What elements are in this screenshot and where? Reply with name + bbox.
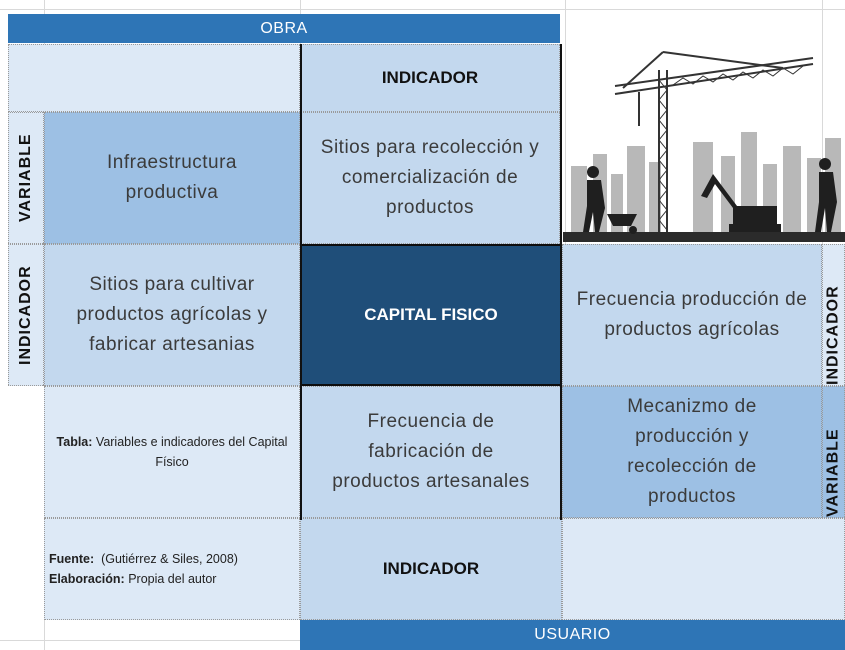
indicador-right-label: INDICADOR <box>822 244 845 386</box>
sitios-recoleccion-cell: Sitios para recolección y comercializaci… <box>300 112 560 244</box>
sitios-cultivar-text: Sitios para cultivar productos agrícolas… <box>76 274 268 355</box>
fuente-line: Fuente: (Gutiérrez & Siles, 2008) <box>49 549 238 569</box>
mecanizmo-text: Mecanizmo de producción y recolección de… <box>627 396 757 507</box>
indicador-top-cell: INDICADOR <box>300 44 560 112</box>
elaboracion-label: Elaboración: <box>49 572 125 586</box>
frecuencia-fabricacion-cell: Frecuencia de fabricación de productos a… <box>300 386 562 518</box>
obra-header-label: OBRA <box>260 19 308 37</box>
frecuencia-produccion-cell: Frecuencia producción de productos agríc… <box>562 244 822 386</box>
infraestructura-text: Infraestructura productiva <box>107 152 237 203</box>
mecanizmo-cell: Mecanizmo de producción y recolección de… <box>562 386 822 518</box>
variable-right-label: VARIABLE <box>822 386 845 518</box>
empty-cell-bottom-right <box>562 518 845 620</box>
infraestructura-cell: Infraestructura productiva <box>44 112 300 244</box>
empty-cell-top-left <box>8 44 300 112</box>
indicador-right-text: INDICADOR <box>824 285 842 385</box>
tabla-caption-text: Variables e indicadores del Capital Físi… <box>95 435 288 469</box>
capital-fisico-text: CAPITAL FISICO <box>364 305 498 324</box>
tabla-caption-cell: Tabla: Variables e indicadores del Capit… <box>44 386 300 518</box>
capital-fisico-cell: CAPITAL FISICO <box>300 244 562 386</box>
indicador-top-label: INDICADOR <box>381 68 479 87</box>
fuente-text: (Gutiérrez & Siles, 2008) <box>101 552 238 566</box>
obra-header: OBRA <box>8 14 560 43</box>
gridline <box>0 9 845 10</box>
indicador-bottom-cell: INDICADOR <box>300 518 562 620</box>
variable-left-label: VARIABLE <box>8 112 44 244</box>
frecuencia-fabricacion-text: Frecuencia de fabricación de productos a… <box>332 411 530 492</box>
frecuencia-produccion-text: Frecuencia producción de productos agríc… <box>576 289 808 340</box>
fuente-label: Fuente: <box>49 552 95 566</box>
fuente-caption-cell: Fuente: (Gutiérrez & Siles, 2008) Elabor… <box>44 518 300 620</box>
sitios-recoleccion-text: Sitios para recolección y comercializaci… <box>320 137 540 218</box>
variable-left-text: VARIABLE <box>17 133 34 223</box>
variable-right-text: VARIABLE <box>824 428 842 517</box>
usuario-header-label: USUARIO <box>534 626 611 643</box>
indicador-left-label: INDICADOR <box>8 244 44 386</box>
elaboracion-text: Propia del autor <box>128 572 217 586</box>
tabla-caption: Tabla: Variables e indicadores del Capit… <box>52 432 292 472</box>
indicador-bottom-label: INDICADOR <box>382 559 480 578</box>
indicador-left-text: INDICADOR <box>17 265 34 365</box>
elaboracion-line: Elaboración: Propia del autor <box>49 569 238 589</box>
construction-illustration <box>563 46 845 242</box>
crane-icon <box>563 51 845 242</box>
fuente-caption: Fuente: (Gutiérrez & Siles, 2008) Elabor… <box>45 549 238 589</box>
usuario-header: USUARIO <box>300 620 845 650</box>
sitios-cultivar-cell: Sitios para cultivar productos agrícolas… <box>44 244 300 386</box>
tabla-caption-label: Tabla: <box>56 435 93 449</box>
